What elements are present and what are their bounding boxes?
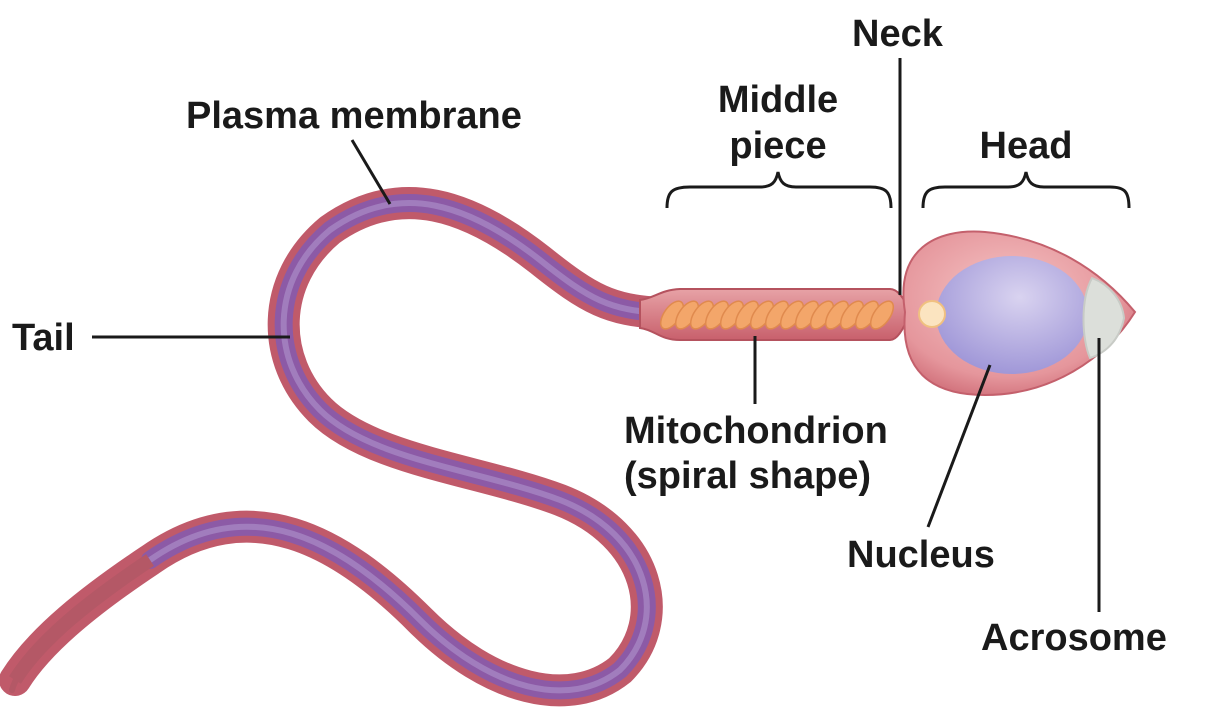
label-plasma-membrane: Plasma membrane [186,95,522,137]
nucleus-leader [926,364,992,528]
middle-piece-brace [665,171,893,209]
head [902,230,1137,397]
plasma-membrane-leader [350,139,392,205]
label-head: Head [980,125,1073,167]
label-mitochondrion-line1: Mitochondrion [624,410,888,452]
centriole [918,300,946,328]
label-mitochondrion-line2: (spiral shape) [624,455,871,497]
label-middle-piece-line1: Middle [718,79,838,121]
tail [0,187,676,707]
label-nucleus: Nucleus [847,534,995,576]
acrosome [1082,276,1126,360]
label-acrosome: Acrosome [981,617,1167,659]
label-tail: Tail [12,317,75,359]
mitochondrion-spiral [659,300,895,330]
middle-piece [639,288,912,341]
mitochondrion-coil [869,300,895,330]
nucleus [936,256,1088,374]
label-middle-piece-line2: piece [729,125,826,167]
head-brace [921,171,1131,209]
label-neck: Neck [852,13,944,55]
